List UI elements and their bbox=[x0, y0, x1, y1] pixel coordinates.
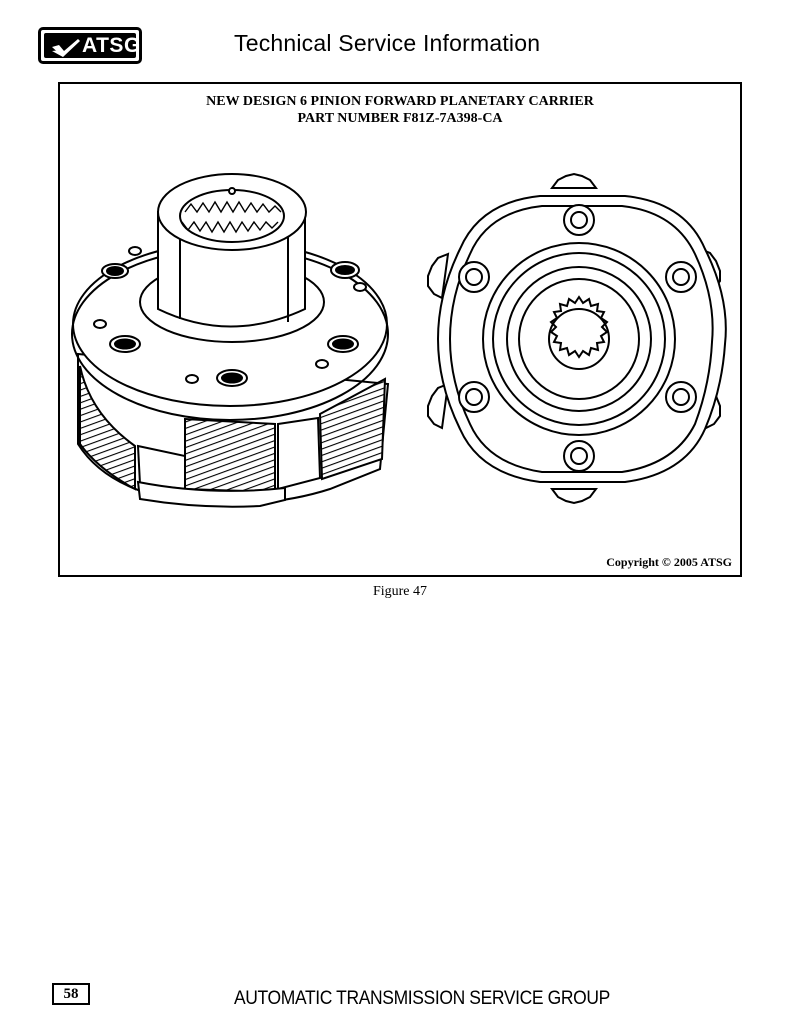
carrier-front-view bbox=[427, 172, 727, 505]
page-number: 58 bbox=[52, 983, 90, 1005]
copyright-notice: Copyright © 2005 ATSG bbox=[606, 555, 732, 569]
figure-title-line2: PART NUMBER F81Z-7A398-CA bbox=[297, 111, 503, 126]
atsg-logo: ATSG bbox=[38, 27, 142, 64]
figure-title-line1: NEW DESIGN 6 PINION FORWARD PLANETARY CA… bbox=[206, 94, 594, 109]
figure-frame: NEW DESIGN 6 PINION FORWARD PLANETARY CA… bbox=[58, 82, 742, 577]
planetary-carrier-illustration bbox=[71, 172, 727, 508]
carrier-side-view bbox=[71, 173, 390, 508]
footer-company-name: AUTOMATIC TRANSMISSION SERVICE GROUP bbox=[234, 988, 610, 1009]
logo-text: ATSG bbox=[82, 34, 141, 57]
page-title: Technical Service Information bbox=[234, 30, 541, 56]
checkmark-icon bbox=[52, 39, 80, 57]
figure-caption: Figure 47 bbox=[372, 584, 428, 599]
